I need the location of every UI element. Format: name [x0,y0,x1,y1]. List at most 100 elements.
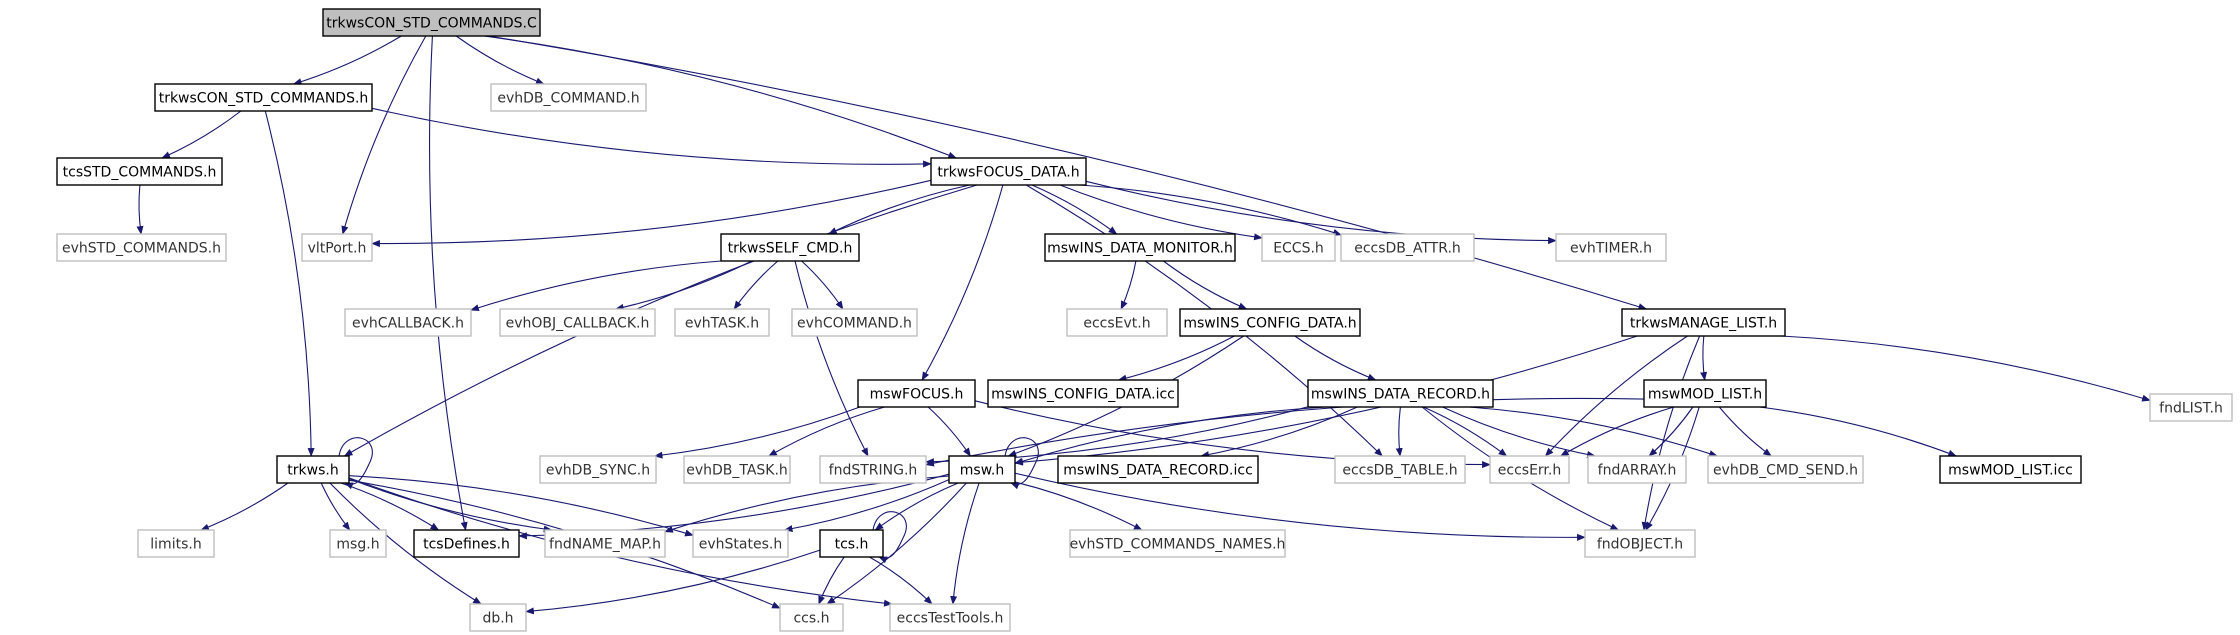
node-tcs[interactable]: tcs.h [819,529,884,558]
node-dmon[interactable]: mswINS_DATA_MONITOR.h [1044,233,1236,262]
node-root[interactable]: trkwsCON_STD_COMMANDS.C [322,8,541,37]
node-box [539,455,657,484]
edge-focus_data-to-mswfocus [921,184,1004,381]
edge-tcsstd-to-evhstd [136,184,144,235]
node-trkws[interactable]: trkws.h [276,455,350,484]
node-ccs: ccs.h [779,603,844,632]
node-box [137,529,215,558]
node-label: mswINS_DATA_MONITOR.h [1047,241,1233,257]
node-label: fndSTRING.h [829,463,918,479]
node-limits: limits.h [137,529,215,558]
node-label: evhDB_TASK.h [686,463,788,479]
edge-drec-to-fndarray [1442,406,1596,458]
node-modlist[interactable]: mswMOD_LIST.h [1643,379,1767,408]
edge-msw-to-ccs [826,482,967,605]
node-box [779,603,844,632]
node-label: eccsDB_TABLE.h [1342,463,1457,479]
edge-trkws-to-fndnamemap [348,478,553,533]
node-evhsync: evhDB_SYNC.h [539,455,657,484]
edge-focus_data-to-evhtimer [1085,180,1557,245]
node-box [857,379,976,408]
node-label: eccsErr.h [1498,463,1561,479]
edge-tcs-to-db [525,549,821,615]
node-focus_data[interactable]: trkwsFOCUS_DATA.h [930,157,1087,186]
node-label: fndARRAY.h [1598,463,1677,479]
node-label: evhCALLBACK.h [352,316,464,332]
node-eccsevt: eccsEvt.h [1066,308,1168,337]
node-tcsdefines[interactable]: tcsDefines.h [413,529,520,558]
node-label: vltPort.h [308,241,367,257]
node-eccsdb_attr: eccsDB_ATTR.h [1340,233,1475,262]
edge-focus_data-to-vltport [371,179,932,248]
node-box [1307,379,1494,408]
node-box [1587,455,1687,484]
node-fndstring: fndSTRING.h [819,455,927,484]
node-selfcmd[interactable]: trkwsSELF_CMD.h [720,233,860,262]
edge-mswfocus-to-msw [927,406,971,457]
node-label: evhDB_COMMAND.h [497,91,639,107]
edge-drec-to-eccserr [1423,406,1508,457]
node-modlisticc[interactable]: mswMOD_LIST.icc [1939,455,2082,484]
node-box [819,455,927,484]
self-loop-trkws [338,437,373,490]
node-label: mswMOD_LIST.icc [1948,463,2073,479]
node-box [1489,455,1570,484]
node-box [56,233,227,262]
node-box [1555,233,1667,262]
edge-selfcmd-to-evhobj [614,260,753,311]
node-label: ccs.h [793,611,829,627]
node-label: mswINS_CONFIG_DATA.icc [991,387,1175,403]
node-tcsstd[interactable]: tcsSTD_COMMANDS.h [56,157,223,186]
edge-root-to-vltport [341,35,427,235]
node-cfgicc[interactable]: mswINS_CONFIG_DATA.icc [987,379,1179,408]
edge-cfgdata-to-cfgicc [1117,335,1235,382]
edge-selfcmd-to-evhtask [733,260,779,310]
node-box [791,308,918,337]
edge-selfcmd-to-evhcommand [801,260,844,310]
node-evhstd: evhSTD_COMMANDS.h [56,233,227,262]
node-box [1261,233,1336,262]
edge-mswfocus-to-evhsync [653,406,861,459]
edge-manage-to-eccserr [1544,335,1688,457]
node-con_h[interactable]: trkwsCON_STD_COMMANDS.h [154,83,373,112]
node-eccstest: eccsTestTools.h [889,603,1011,632]
node-box [1584,529,1696,558]
edge-trkws-to-db [329,482,482,605]
edge-drec-to-drecicc [1200,406,1358,459]
node-evhtask: evhTASK.h [674,308,770,337]
node-vltport: vltPort.h [301,233,373,262]
self-loop-msw [1004,437,1039,490]
edge-root-to-evhdb_cmd [455,35,545,85]
node-drec[interactable]: mswINS_DATA_RECORD.h [1307,379,1494,408]
node-label: trkwsSELF_CMD.h [728,241,853,257]
node-drecicc[interactable]: mswINS_DATA_RECORD.icc [1057,455,1259,484]
node-label: eccsDB_ATTR.h [1354,241,1461,257]
edge-modlist-to-eccserr [1559,406,1674,457]
edge-dmon-to-eccsevt [1120,260,1137,310]
node-label: tcsDefines.h [423,537,510,553]
edge-msw-to-evhstates [783,479,950,533]
node-msw[interactable]: msw.h [948,455,1016,484]
edge-con_h-to-tcsstd [161,110,242,159]
edge-root-to-tcsdefines [428,35,468,531]
node-mswfocus[interactable]: mswFOCUS.h [857,379,976,408]
node-label: evhTASK.h [685,316,759,332]
edge-con_h-to-trkws [264,110,315,457]
node-label: trkwsFOCUS_DATA.h [937,165,1079,181]
node-evhcommand: evhCOMMAND.h [791,308,918,337]
node-cfgdata[interactable]: mswINS_CONFIG_DATA.h [1179,308,1361,337]
node-layer: trkwsCON_STD_COMMANDS.C trkwsCON_STD_COMM… [56,8,2233,632]
node-label: tcsSTD_COMMANDS.h [63,165,217,181]
edge-manage-to-fndlist [1780,335,2151,402]
edge-manage-to-fndobject [1641,335,1701,531]
node-box [683,455,791,484]
node-label: evhSTD_COMMANDS_NAMES.h [1070,537,1286,553]
node-label: tcs.h [835,537,869,553]
node-label: fndLIST.h [2159,401,2223,417]
node-manage[interactable]: trkwsMANAGE_LIST.h [1621,308,1786,337]
edge-focus_data-to-eccs [1059,184,1263,241]
node-box [819,529,884,558]
edge-modlist-to-fndarray [1648,406,1694,457]
node-evhtimer: evhTIMER.h [1555,233,1667,262]
